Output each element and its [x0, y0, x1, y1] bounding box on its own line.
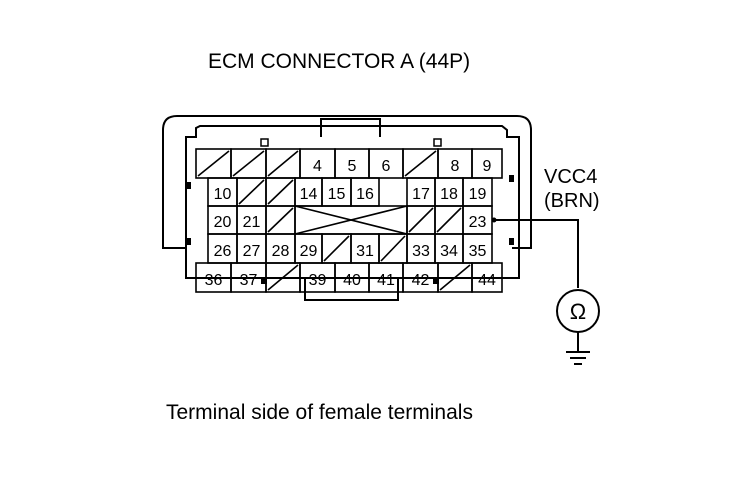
unused-terminal-slash — [267, 179, 294, 205]
terminal-number: 10 — [214, 186, 232, 203]
terminal-number: 15 — [328, 186, 346, 203]
wire-color-label: (BRN) — [544, 190, 600, 212]
alignment-marks — [186, 175, 514, 284]
ohm-symbol: Ω — [570, 299, 586, 324]
terminal-number: 21 — [243, 214, 261, 231]
unused-terminal-slash — [267, 207, 294, 233]
terminal-number: 29 — [300, 243, 318, 260]
unused-terminal-slash — [404, 150, 437, 177]
terminal-number: 23 — [469, 214, 487, 231]
blank-cross-line — [294, 205, 408, 235]
terminal-number: 39 — [309, 272, 327, 289]
unused-terminal-slash — [232, 150, 265, 177]
terminal-number: 19 — [469, 186, 487, 203]
terminal-number: 35 — [469, 243, 487, 260]
unused-terminal-slash — [323, 235, 350, 262]
terminal-number: 9 — [483, 158, 492, 175]
terminal-number: 44 — [478, 272, 496, 289]
key-tab — [304, 278, 399, 301]
terminal-cell — [471, 262, 503, 293]
terminal-number: 28 — [272, 243, 290, 260]
connector-inner-shell — [185, 125, 520, 279]
unused-terminal-slash — [238, 179, 265, 205]
unused-terminal-slash — [197, 150, 230, 177]
wire-signal-label: VCC4 — [544, 166, 598, 188]
connector-outer-shell — [162, 115, 532, 249]
terminal-number: 20 — [214, 214, 232, 231]
terminal-number: 33 — [412, 243, 430, 260]
terminal-number: 41 — [377, 272, 395, 289]
terminal-number: 16 — [356, 186, 374, 203]
unused-terminal-slash — [267, 264, 299, 291]
unused-terminal-slash — [439, 264, 471, 291]
probe-point — [491, 217, 497, 223]
terminal-number: 26 — [214, 243, 232, 260]
unused-terminal-slash — [436, 207, 462, 233]
terminal-number: 8 — [451, 158, 460, 175]
unused-terminal-slash — [380, 235, 406, 262]
terminal-number: 34 — [440, 243, 458, 260]
diagram-caption: Terminal side of female terminals — [166, 401, 473, 424]
terminal-number: 14 — [300, 186, 318, 203]
lock-tab — [320, 118, 381, 137]
terminal-number: 37 — [240, 272, 258, 289]
terminal-number: 5 — [348, 158, 357, 175]
terminal-number: 40 — [343, 272, 361, 289]
terminal-number: 18 — [440, 186, 458, 203]
terminal-number: 31 — [356, 243, 374, 260]
ground-symbol — [566, 351, 590, 365]
terminal-number: 4 — [313, 158, 322, 175]
unused-terminal-slash — [408, 207, 434, 233]
terminal-number: 17 — [412, 186, 430, 203]
terminal-number: 42 — [412, 272, 430, 289]
terminal-grid: 4 5 6 8 9 10 14 15 16 17 18 19 20 21 23 26 27 28 29 31 33 34 3… — [195, 148, 503, 293]
probe-wire — [492, 219, 579, 288]
terminal-number: 6 — [382, 158, 391, 175]
diagram-title: ECM CONNECTOR A (44P) — [208, 50, 471, 73]
unused-terminal-slash — [267, 150, 299, 177]
terminal-number: 27 — [243, 243, 261, 260]
terminal-number: 36 — [205, 272, 223, 289]
